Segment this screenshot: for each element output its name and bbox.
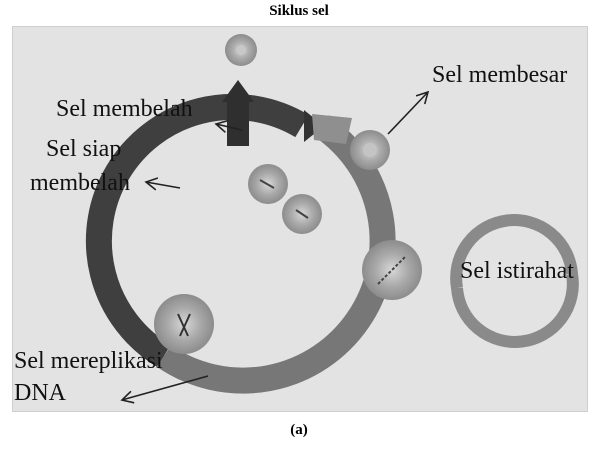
label-sel-mereplikasi-line1: Sel mereplikasi xyxy=(14,348,163,374)
label-sel-siap-line1: Sel siap xyxy=(46,136,121,162)
label-sel-istirahat: Sel istirahat xyxy=(460,258,574,284)
figure-title: Siklus sel xyxy=(0,3,598,20)
figure-caption: (a) xyxy=(0,422,598,439)
cell-cycle-diagram: Sel membesar Sel membelah Sel siap membe… xyxy=(12,26,588,412)
label-sel-siap-line2: membelah xyxy=(30,170,130,196)
replicating-cell xyxy=(154,294,214,354)
label-sel-membelah: Sel membelah xyxy=(56,96,193,122)
label-sel-membesar: Sel membesar xyxy=(432,62,567,88)
resting-cell xyxy=(362,240,422,300)
label-sel-mereplikasi-line2: DNA xyxy=(14,380,67,406)
cell-cycle-figure: Sel membesar Sel membelah Sel siap membe… xyxy=(12,26,588,412)
